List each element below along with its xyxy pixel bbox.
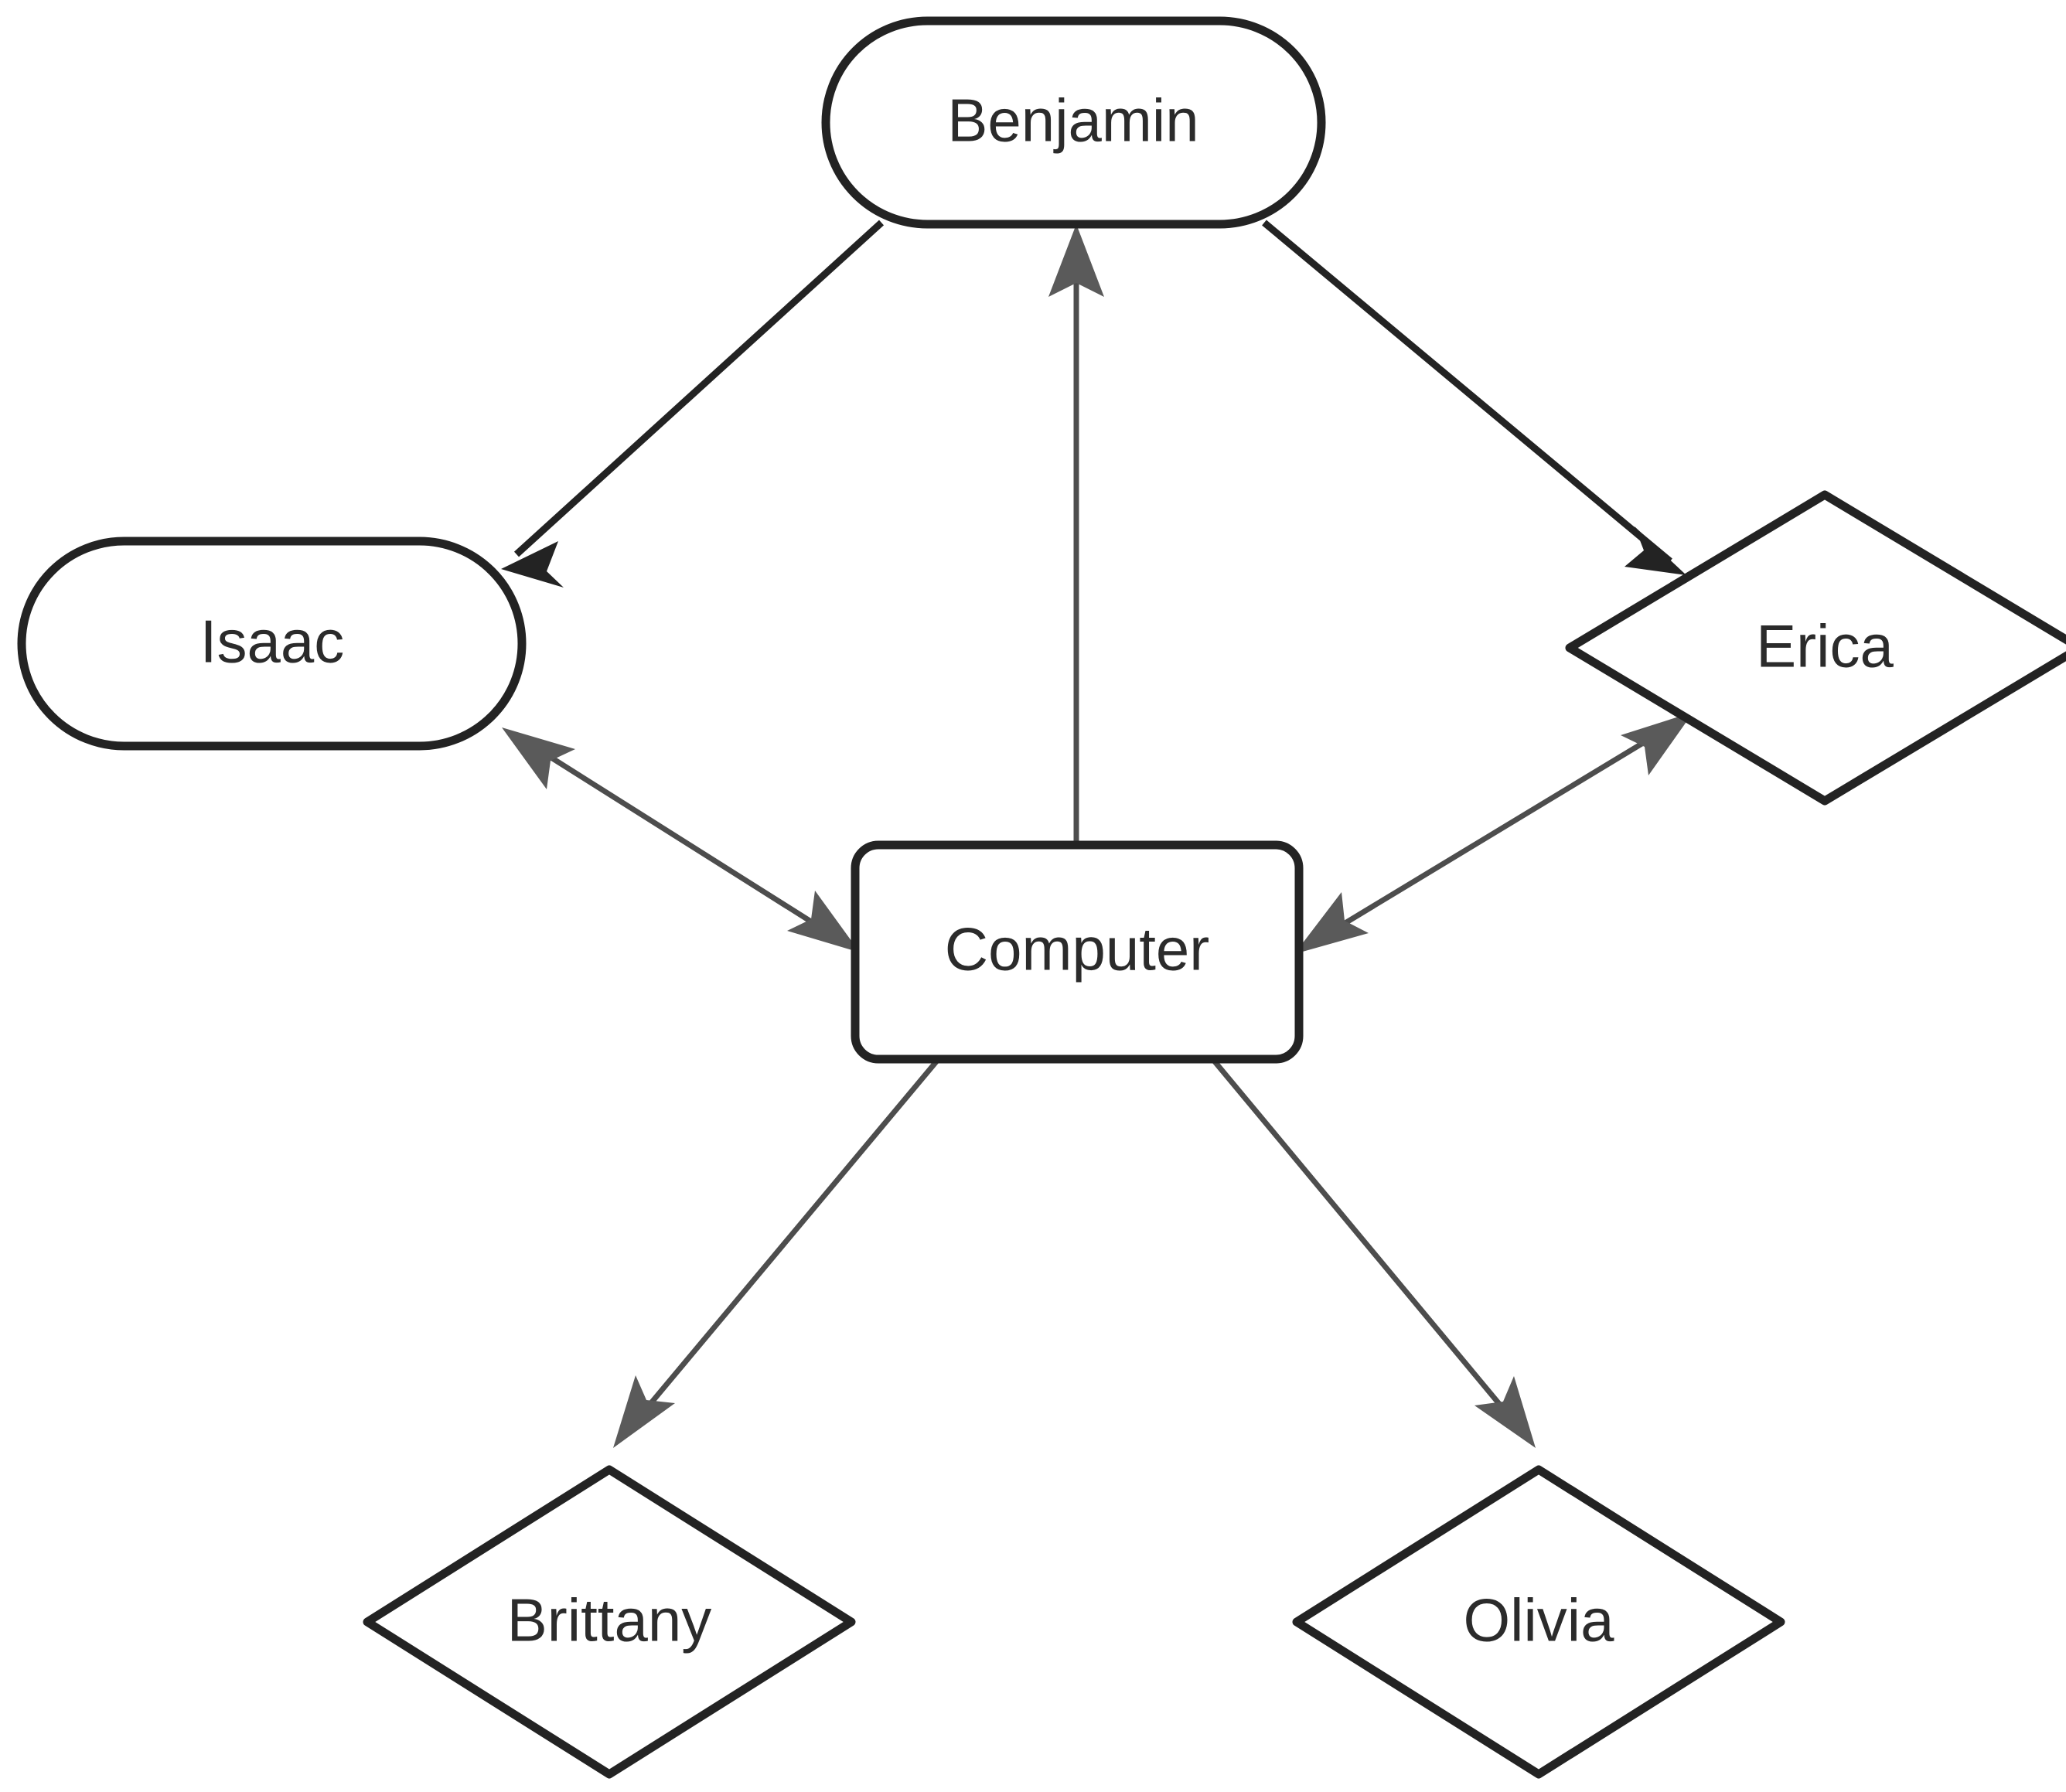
edge-line [544, 751, 844, 944]
node-olivia[interactable]: Olivia [1292, 1465, 1785, 1779]
edge-line [513, 220, 885, 557]
benjamin-shape [821, 16, 1326, 229]
edge-line [1262, 220, 1672, 564]
edge-line [644, 1058, 939, 1411]
edge-benjamin-erica[interactable] [1262, 220, 1686, 575]
arrowhead-to-olivia [1474, 1376, 1536, 1448]
isaac-shape [17, 537, 527, 751]
erica-shape [1565, 490, 2066, 806]
edge-benjamin-isaac[interactable] [501, 220, 885, 588]
node-isaac[interactable]: Isaac [17, 537, 527, 751]
arrowhead-to-computer [787, 891, 860, 952]
benjamin-label: Benjamin [947, 87, 1198, 155]
computer-shape [851, 840, 1304, 1064]
node-erica[interactable]: Erica [1565, 490, 2066, 806]
arrowhead-to-isaac [501, 541, 564, 588]
edge-computer-erica[interactable] [1294, 712, 1693, 954]
computer-label: Computer [945, 915, 1209, 983]
erica-label: Erica [1756, 612, 1894, 680]
edge-isaac-computer[interactable] [502, 727, 860, 952]
arrowhead-to-computer [1294, 892, 1369, 954]
olivia-label: Olivia [1463, 1586, 1614, 1654]
edge-line [1212, 1058, 1505, 1411]
edge-computer-brittany[interactable] [613, 1058, 939, 1448]
brittany-label: Brittany [507, 1586, 711, 1654]
arrowhead-to-isaac [502, 727, 575, 789]
node-brittany[interactable]: Brittany [363, 1465, 856, 1779]
isaac-label: Isaac [200, 608, 344, 676]
edge-computer-olivia[interactable] [1212, 1058, 1536, 1448]
olivia-shape [1292, 1465, 1785, 1779]
edge-line [1313, 736, 1652, 944]
arrowhead-to-brittany [613, 1375, 675, 1448]
brittany-shape [363, 1465, 856, 1779]
node-benjamin[interactable]: Benjamin [821, 16, 1326, 229]
arrowhead-to-erica [1625, 526, 1686, 575]
arrowhead-to-erica [1621, 712, 1693, 775]
node-computer[interactable]: Computer [851, 840, 1304, 1064]
arrowhead-to-benjamin [1048, 224, 1104, 297]
edge-computer-benjamin[interactable] [1048, 224, 1104, 843]
